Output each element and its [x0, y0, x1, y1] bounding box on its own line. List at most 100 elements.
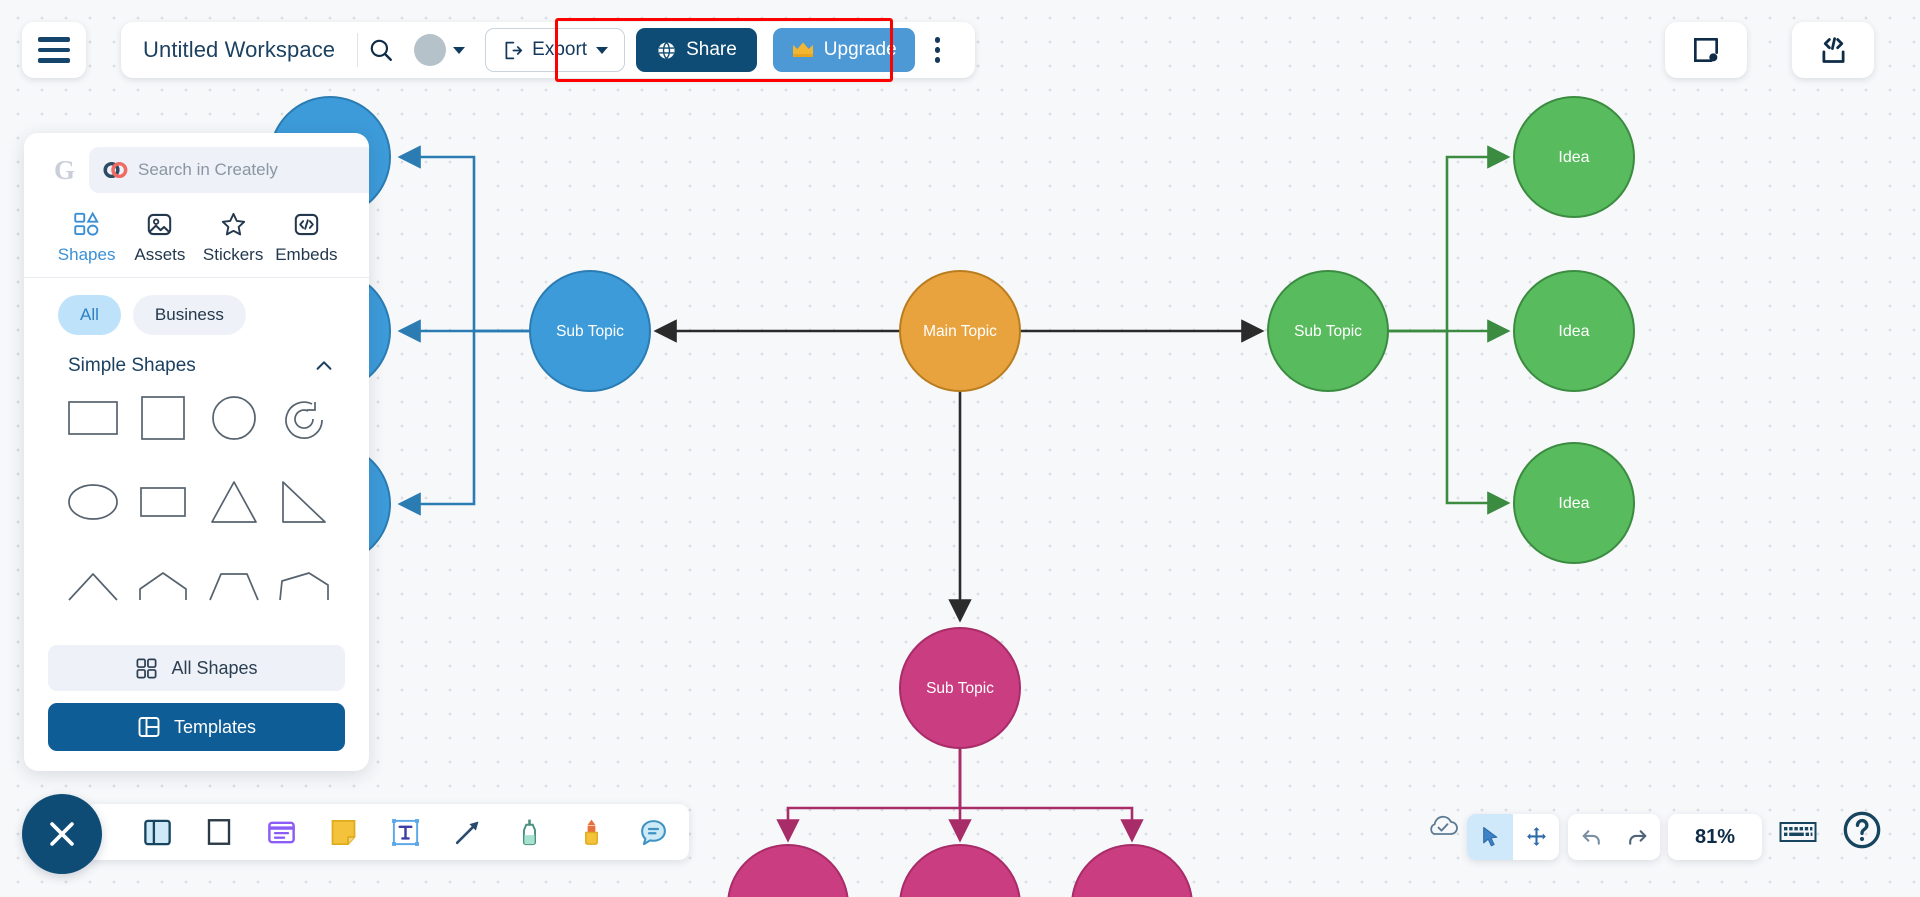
shape-circle[interactable]: [199, 389, 269, 447]
hamburger-menu-icon: [38, 37, 70, 63]
undo-button[interactable]: [1568, 814, 1614, 860]
shape-right-triangle[interactable]: [269, 473, 339, 531]
pen-tool[interactable]: [509, 812, 549, 852]
shape-triangle[interactable]: [199, 473, 269, 531]
present-mode-button[interactable]: [1665, 22, 1747, 78]
templates-button[interactable]: Templates: [48, 703, 345, 751]
shape-chevron-peak[interactable]: [58, 557, 128, 615]
search-input-wrapper[interactable]: [89, 147, 369, 193]
more-options-button[interactable]: [915, 27, 961, 73]
pan-tool-button[interactable]: [1513, 814, 1559, 860]
help-button[interactable]: [1842, 810, 1882, 855]
templates-label: Templates: [173, 716, 257, 737]
highlighter-tool-icon: [584, 819, 598, 845]
shape-square[interactable]: [128, 389, 198, 447]
rectangle-tool[interactable]: [199, 812, 239, 852]
google-g-icon[interactable]: G: [54, 154, 76, 185]
embed-code-button[interactable]: [1792, 22, 1874, 78]
tab-shapes[interactable]: Shapes: [50, 211, 123, 277]
share-button[interactable]: Share: [636, 28, 757, 72]
card-note-tool[interactable]: [261, 812, 301, 852]
highlighter-tool[interactable]: [571, 812, 611, 852]
chevron-up-icon[interactable]: [313, 355, 335, 377]
search-input[interactable]: [138, 160, 360, 180]
shape-rectangle-small[interactable]: [128, 473, 198, 531]
shape-trapezoid[interactable]: [199, 557, 269, 615]
node-idea-3[interactable]: [1513, 442, 1635, 564]
frame-panel-tool[interactable]: [137, 812, 177, 852]
tab-assets-label: Assets: [134, 245, 186, 264]
node-idea-2[interactable]: [1513, 270, 1635, 392]
pan-move-icon: [1526, 826, 1546, 846]
node-idea-1[interactable]: [1513, 96, 1635, 218]
all-shapes-label: All Shapes: [171, 657, 258, 678]
select-tool-button[interactable]: [1467, 814, 1513, 860]
category-chips: All Business: [24, 278, 369, 343]
shapes-icon: [74, 211, 99, 236]
search-icon: [370, 39, 393, 61]
template-icon: [138, 717, 160, 737]
avatar: [414, 34, 447, 66]
code-embed-icon: [1822, 36, 1844, 63]
comment-bubble-icon: [640, 819, 666, 845]
simple-shapes-section-header[interactable]: Simple Shapes: [24, 343, 369, 383]
sticky-note-tool[interactable]: [323, 812, 363, 852]
zoom-level-button[interactable]: 81%: [1668, 814, 1762, 860]
keyboard-shortcuts-button[interactable]: [1779, 819, 1817, 850]
present-frame-icon: [1694, 38, 1718, 62]
shape-pentagon-roof[interactable]: [128, 557, 198, 615]
edge-subleft-blue1: [397, 145, 530, 333]
close-toolbar-button[interactable]: [22, 794, 102, 874]
divider: [357, 33, 359, 67]
edge-subleft-blue3: [397, 329, 530, 516]
node-idea-1-label: Idea: [1558, 149, 1589, 166]
tab-assets[interactable]: Assets: [123, 211, 196, 277]
shape-ellipse[interactable]: [58, 473, 128, 531]
edge-subbottom-pink3: [958, 748, 1144, 843]
panel-footer: All Shapes Templates: [24, 637, 369, 771]
shape-arc-circular[interactable]: [269, 389, 339, 447]
node-pink-child-1[interactable]: [727, 844, 849, 897]
node-main-topic-label: Main Topic: [923, 323, 997, 340]
node-sub-topic-left-label: Sub Topic: [556, 323, 624, 340]
node-sub-topic-left[interactable]: [529, 270, 651, 392]
text-tool[interactable]: [385, 812, 425, 852]
rectangle-tool-icon: [207, 819, 231, 845]
tab-embeds[interactable]: Embeds: [270, 211, 343, 277]
upgrade-button[interactable]: Upgrade: [772, 28, 915, 72]
redo-button[interactable]: [1614, 814, 1660, 860]
hamburger-menu-button[interactable]: [22, 22, 86, 78]
node-pink-child-2[interactable]: [899, 844, 1021, 897]
star-icon: [221, 212, 245, 236]
sticky-note-icon: [331, 819, 355, 845]
code-icon: [294, 213, 319, 236]
cloud-saved-icon: [1430, 815, 1458, 835]
shape-rectangle-wide[interactable]: [58, 389, 128, 447]
tab-stickers[interactable]: Stickers: [197, 211, 270, 277]
node-pink-child-3[interactable]: [1071, 844, 1193, 897]
node-main-topic[interactable]: [899, 270, 1021, 392]
node-idea-3-label: Idea: [1558, 495, 1589, 512]
edge-subright-idea3: [1388, 329, 1511, 515]
save-status-button[interactable]: [1424, 813, 1462, 846]
export-icon: [505, 41, 523, 59]
search-button[interactable]: [358, 27, 404, 73]
chip-business[interactable]: Business: [132, 295, 246, 335]
comment-tool[interactable]: [633, 812, 673, 852]
image-icon: [148, 213, 172, 236]
top-toolbar: Untitled Workspace Export: [121, 22, 975, 78]
chip-all[interactable]: All: [58, 295, 121, 335]
edge-subbottom-pink1: [776, 748, 962, 843]
node-sub-topic-bottom[interactable]: [899, 627, 1021, 749]
shape-trapezoid-slanted[interactable]: [269, 557, 339, 615]
workspace-title[interactable]: Untitled Workspace: [143, 37, 336, 62]
undo-redo-group: [1568, 814, 1660, 860]
export-button[interactable]: Export: [485, 28, 626, 72]
tab-stickers-label: Stickers: [202, 245, 264, 264]
node-sub-topic-right[interactable]: [1267, 270, 1389, 392]
connector-tool[interactable]: [447, 812, 487, 852]
export-button-label: Export: [532, 39, 588, 60]
all-shapes-button[interactable]: All Shapes: [48, 645, 345, 691]
account-avatar-button[interactable]: [404, 34, 471, 66]
